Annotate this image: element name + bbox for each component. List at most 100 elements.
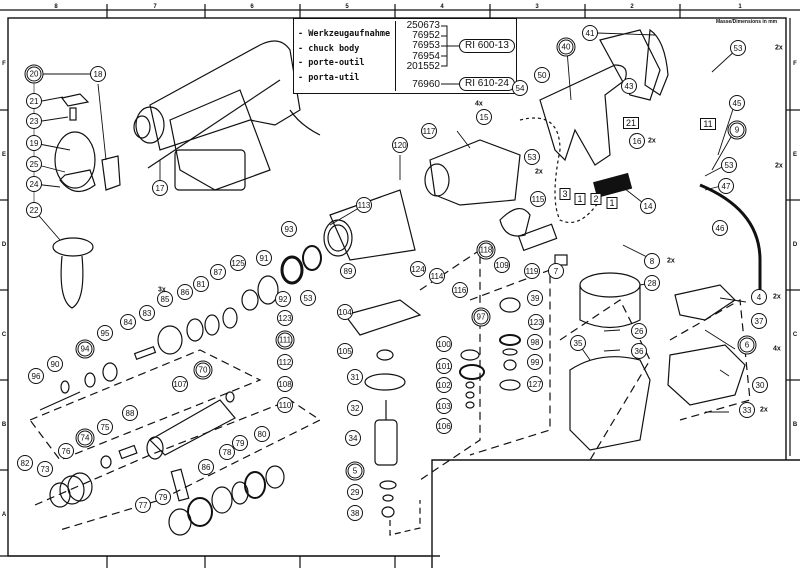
part-callout-53: 53	[524, 149, 540, 165]
legend-bracket	[441, 25, 459, 85]
gear-stack	[459, 297, 521, 409]
grid-row-a: A	[1, 512, 7, 518]
quantity-label: 4x	[773, 345, 781, 353]
legend-box: - Werkzeugaufnahme - chuck body - porte-…	[293, 18, 517, 94]
part-callout-46: 46	[712, 220, 728, 236]
part-callout-35: 35	[570, 335, 586, 351]
legend-code: 201552	[406, 60, 440, 72]
quantity-label: 2x	[535, 168, 543, 176]
part-callout-93: 93	[281, 221, 297, 237]
part-callout-110: 110	[277, 397, 293, 413]
grid-row-d-right: D	[792, 242, 798, 248]
cutout-border	[431, 459, 800, 568]
part-callout-120: 120	[392, 137, 408, 153]
part-callout-75: 75	[97, 419, 113, 435]
grid-row-b: B	[1, 422, 7, 428]
grid-col-1: 1	[738, 4, 742, 10]
part-callout-89: 89	[340, 263, 356, 279]
part-callout-83: 83	[139, 305, 155, 321]
part-callout-41: 41	[582, 25, 598, 41]
part-callout-24: 24	[26, 176, 42, 192]
grid-row-e-right: E	[792, 152, 798, 158]
quantity-label: 2x	[775, 44, 783, 52]
part-callout-77: 77	[135, 497, 151, 513]
part-callout-85: 85	[157, 291, 173, 307]
part-callout-86: 86	[198, 459, 214, 475]
part-callout-112: 112	[277, 354, 293, 370]
part-callout-40: 40	[556, 37, 576, 57]
part-callout-70: 70	[193, 360, 213, 380]
part-callout-81: 81	[193, 276, 209, 292]
quantity-label: 2x	[667, 257, 675, 265]
part-callout-79: 79	[155, 489, 171, 505]
hammer-drill-assembly	[133, 40, 321, 191]
part-callout-4: 4	[751, 289, 767, 305]
part-callout-95: 95	[97, 325, 113, 341]
part-callout-25: 25	[26, 156, 42, 172]
part-callout-15: 15	[476, 109, 492, 125]
part-callout-23: 23	[26, 113, 42, 129]
part-callout-43: 43	[621, 78, 637, 94]
row-ticks	[0, 109, 800, 471]
part-callout-123: 123	[528, 314, 544, 330]
part-callout-39: 39	[527, 290, 543, 306]
legend-names: - Werkzeugaufnahme - chuck body - porte-…	[298, 27, 390, 85]
armature-stack	[343, 299, 422, 536]
part-callout-94: 94	[75, 339, 95, 359]
part-callout-96: 96	[28, 368, 44, 384]
grid-col-4: 4	[440, 4, 444, 10]
legend-group-ri-610-24: RI 610-24	[459, 77, 515, 91]
part-callout-6: 6	[737, 335, 757, 355]
part-callout-32: 32	[347, 400, 363, 416]
part-callout-101: 101	[436, 358, 452, 374]
part-callout-91: 91	[256, 250, 272, 266]
wire-label: 1	[574, 193, 586, 205]
part-callout-22: 22	[26, 202, 42, 218]
part-callout-34: 34	[345, 430, 361, 446]
part-callout-74: 74	[75, 428, 95, 448]
wire-label: 1	[606, 197, 618, 209]
part-callout-53: 53	[730, 40, 746, 56]
column-ticks	[106, 4, 681, 568]
part-callout-109: 109	[494, 257, 510, 273]
part-callout-125: 125	[230, 255, 246, 271]
wire-label: 3	[559, 188, 571, 200]
part-callout-8: 8	[644, 253, 660, 269]
part-callout-86: 86	[177, 284, 193, 300]
switch-plate	[667, 284, 746, 406]
part-callout-9: 9	[727, 120, 747, 140]
part-callout-21: 21	[26, 93, 42, 109]
part-callout-127: 127	[527, 376, 543, 392]
part-callout-116: 116	[452, 282, 468, 298]
part-callout-31: 31	[347, 369, 363, 385]
part-callout-108: 108	[277, 376, 293, 392]
part-callout-45: 45	[729, 95, 745, 111]
legend-code: 76954	[412, 50, 440, 62]
part-callout-111: 111	[275, 330, 295, 350]
grid-row-f: F	[2, 61, 6, 67]
part-callout-103: 103	[436, 398, 452, 414]
part-callout-16: 16	[629, 133, 645, 149]
part-callout-17: 17	[152, 180, 168, 196]
part-callout-73: 73	[37, 461, 53, 477]
part-callout-87: 87	[210, 264, 226, 280]
part-callout-124: 124	[410, 261, 426, 277]
part-callout-80: 80	[254, 426, 270, 442]
part-callout-118: 118	[476, 240, 496, 260]
part-callout-20: 20	[24, 64, 44, 84]
grid-row-c-right: C	[792, 332, 798, 338]
motor-cover	[424, 139, 521, 206]
quantity-label: 2x	[760, 406, 768, 414]
quantity-label: 3x	[158, 286, 166, 294]
grid-col-8: 8	[54, 4, 58, 10]
part-callout-119: 119	[524, 263, 540, 279]
part-callout-18: 18	[90, 66, 106, 82]
grid-row-e: E	[1, 152, 7, 158]
power-cable	[699, 183, 762, 290]
part-callout-82: 82	[17, 455, 33, 471]
legend-codes: 250673 76952 76953 76954 201552 76960	[400, 20, 440, 90]
wire-label: 2	[590, 193, 602, 205]
part-callout-79: 79	[232, 435, 248, 451]
part-callout-7: 7	[548, 263, 564, 279]
part-callout-99: 99	[527, 354, 543, 370]
